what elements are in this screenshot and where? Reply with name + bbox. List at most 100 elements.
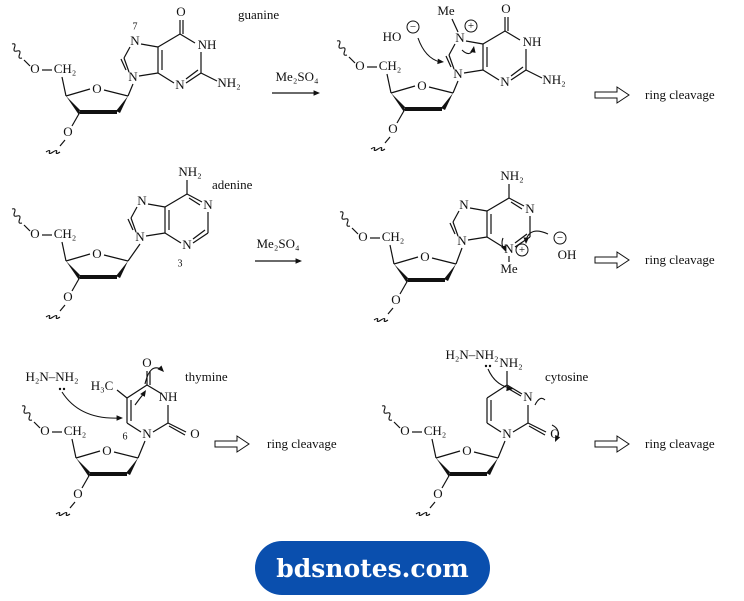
bond [192, 232, 209, 244]
curly-arrow [525, 230, 549, 241]
site-badge[interactable]: bdsnotes.com [255, 541, 490, 595]
arrowhead-icon [313, 90, 320, 96]
bond [510, 201, 523, 210]
atom-label: O [63, 124, 72, 139]
bond [147, 203, 166, 208]
bond [510, 69, 527, 81]
bond [465, 40, 484, 45]
arrowhead-icon [140, 390, 146, 397]
atom-label: O [550, 426, 559, 441]
atom-label: N [459, 197, 469, 212]
yields-arrow-icon [214, 435, 250, 453]
wavy-bond-icon [55, 511, 71, 517]
bond [482, 30, 506, 45]
atom-label: N [502, 426, 512, 441]
position-number: 3 [178, 258, 183, 269]
bond [59, 304, 66, 312]
atom-label: NH₂ [178, 164, 201, 179]
wedge-bond [441, 93, 453, 110]
bond [127, 243, 141, 262]
bond [452, 210, 460, 223]
bond [486, 422, 502, 433]
bond [179, 33, 196, 44]
reagent-label: Me₂SO₄ [256, 236, 299, 251]
bond [393, 256, 419, 265]
bond [23, 224, 31, 232]
wavy-bond-icon [11, 43, 23, 59]
bond [451, 18, 459, 33]
wedge-bond [394, 264, 408, 283]
atom-label: O [30, 61, 39, 76]
atom-label: O [176, 4, 185, 19]
wedge-bond [444, 264, 456, 281]
bond [399, 279, 409, 295]
atom-label: NH [198, 37, 217, 52]
base-name: cytosine [545, 369, 589, 384]
bond [508, 197, 525, 207]
wavy-bond-icon [415, 511, 431, 517]
bond [512, 422, 529, 433]
atom-label: O [358, 229, 367, 244]
hydrazine-label: H₂N–NH₂ [25, 369, 78, 384]
bond [431, 438, 437, 459]
atom-label: NH₂ [217, 75, 240, 90]
arrowhead-icon [295, 258, 302, 264]
bond [71, 438, 77, 459]
bond [140, 43, 159, 48]
wedge-bond [66, 261, 80, 280]
arrowhead-icon [501, 245, 507, 252]
bond [145, 232, 166, 237]
atom-label: N [504, 241, 514, 256]
bond [486, 384, 508, 399]
bond [33, 421, 41, 429]
yields-arrow-icon [594, 251, 630, 269]
bond [528, 425, 546, 436]
bond [137, 440, 146, 459]
arrowhead-icon [555, 435, 561, 442]
atom-label: N [130, 33, 140, 48]
bond [127, 218, 134, 231]
atom-label: O [420, 249, 429, 264]
site-name: bdsnotes.com [276, 553, 469, 583]
bond [431, 257, 457, 265]
negative-charge-sign: − [557, 232, 563, 244]
arrowhead-icon [157, 365, 164, 372]
yields-arrow-icon [594, 86, 630, 104]
bond [130, 206, 138, 219]
atom-label: O [400, 423, 409, 438]
bond [441, 473, 451, 489]
atom-label: O [462, 443, 471, 458]
wedge-bond [66, 96, 80, 115]
positive-charge-sign: + [468, 20, 474, 32]
bond [188, 197, 201, 206]
bond [186, 193, 203, 203]
bond [396, 108, 406, 124]
lone-pair-dot [488, 364, 492, 368]
atom-label: O [142, 355, 151, 370]
bond [185, 69, 199, 80]
bond [123, 46, 131, 59]
atom-label: N [457, 233, 467, 248]
wavy-bond-icon [45, 314, 61, 320]
lone-pair-dot [62, 387, 66, 391]
bond [390, 85, 416, 94]
bond [157, 72, 175, 84]
position-number: 7 [133, 21, 138, 32]
wavy-bond-icon [373, 317, 389, 323]
bond [116, 389, 128, 399]
atom-label: O [40, 423, 49, 438]
wedge-bond [391, 93, 405, 112]
bond [164, 232, 182, 244]
bond [123, 57, 130, 73]
bond [351, 227, 359, 235]
wedge-bond [126, 458, 138, 475]
atom-label: O [417, 78, 426, 93]
atom-label: NH₂ [542, 72, 565, 87]
bond [103, 254, 129, 262]
atom-label: N [203, 197, 213, 212]
bond [486, 236, 504, 248]
ring-cleavage-label: ring cleavage [645, 252, 715, 267]
bond [120, 58, 127, 71]
negative-charge-sign: − [410, 21, 416, 33]
